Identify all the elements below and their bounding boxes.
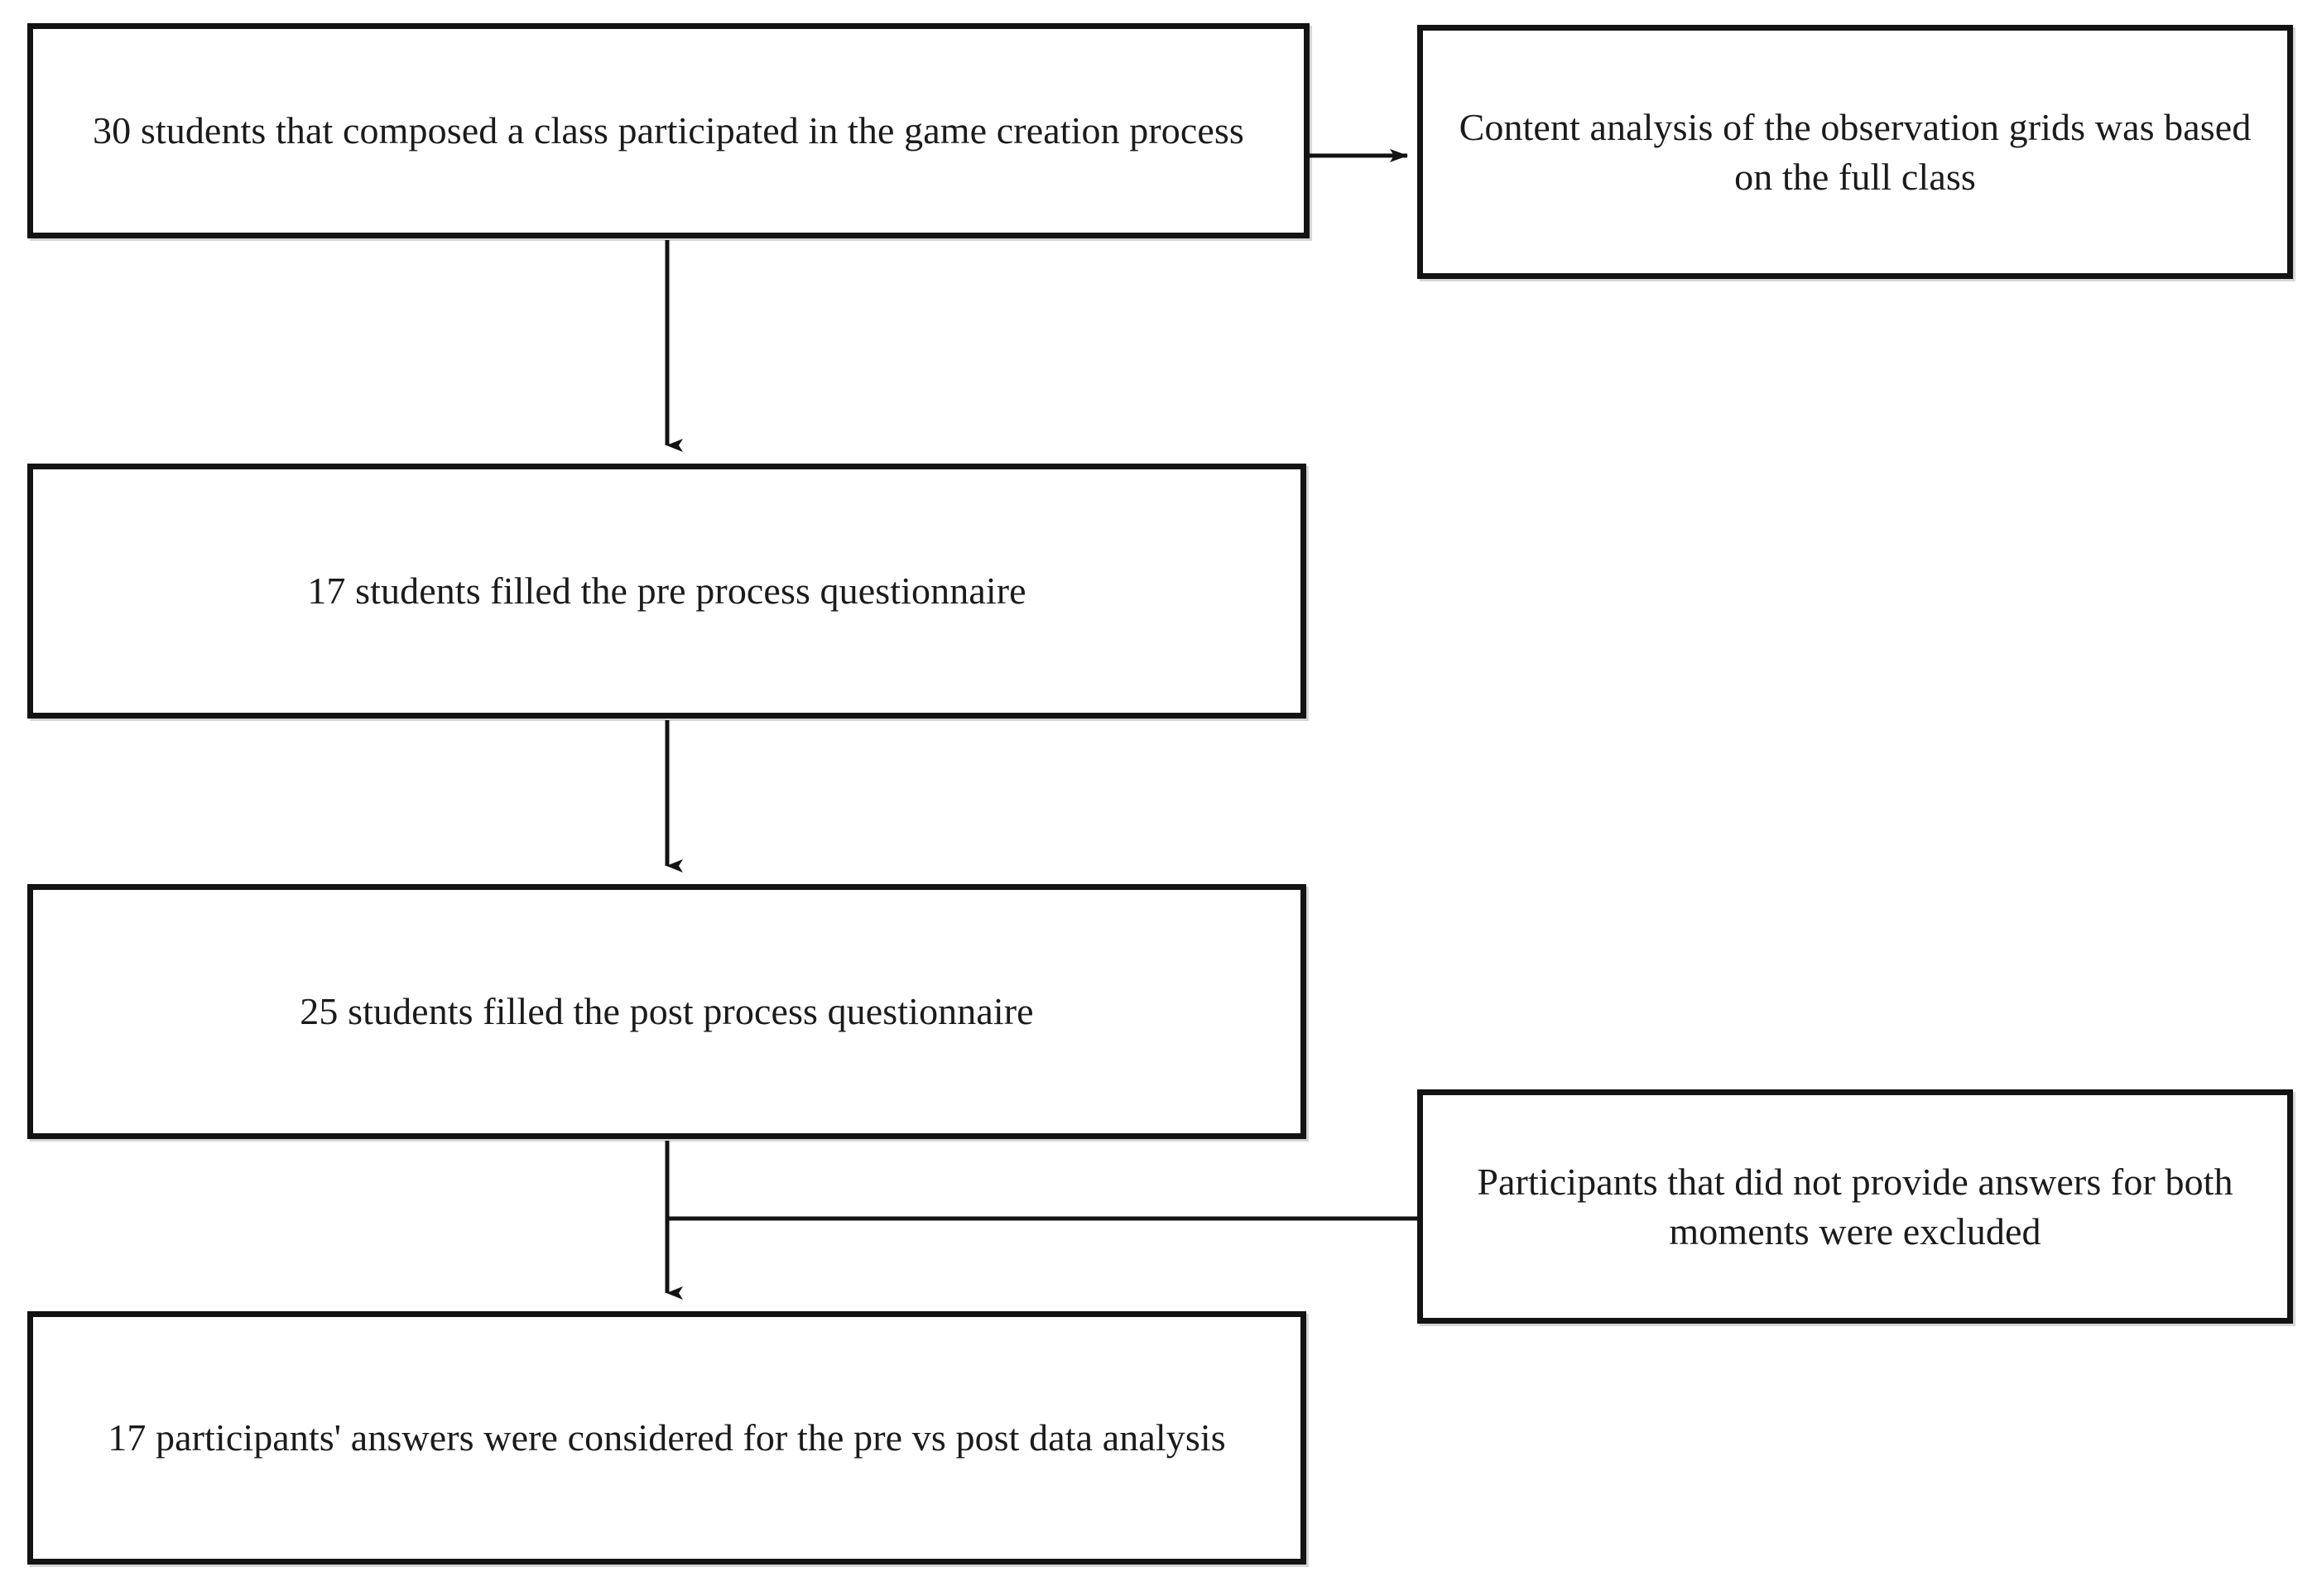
node-excluded-label: Participants that did not provide answer… — [1477, 1160, 2233, 1252]
node-final-sample-label: 17 participants' answers were considered… — [108, 1416, 1226, 1459]
node-content-analysis[interactable]: Content analysis of the observation grid… — [1417, 25, 2293, 279]
node-pre-questionnaire-label: 17 students filled the pre process quest… — [307, 570, 1026, 613]
node-content-analysis-label: Content analysis of the observation grid… — [1459, 105, 2252, 198]
node-participants[interactable]: 30 students that composed a class partic… — [27, 23, 1310, 238]
node-excluded[interactable]: Participants that did not provide answer… — [1417, 1089, 2293, 1324]
node-final-sample[interactable]: 17 participants' answers were considered… — [27, 1311, 1306, 1565]
node-post-questionnaire[interactable]: 25 students filled the post process ques… — [27, 884, 1306, 1139]
node-participants-label: 30 students that composed a class partic… — [93, 109, 1244, 152]
node-pre-questionnaire[interactable]: 17 students filled the pre process quest… — [27, 464, 1306, 719]
node-post-questionnaire-label: 25 students filled the post process ques… — [300, 990, 1034, 1033]
